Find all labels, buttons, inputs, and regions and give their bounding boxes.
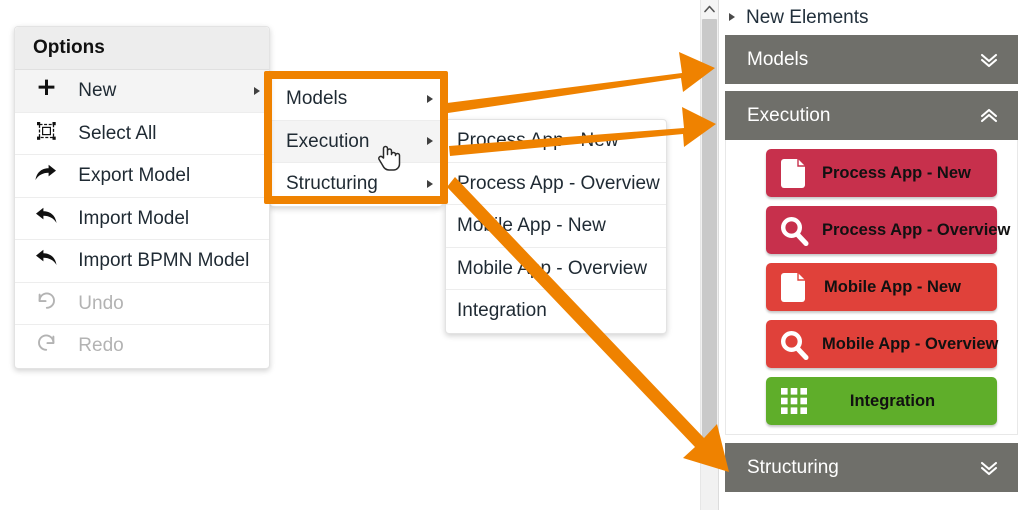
magnifier-icon: [766, 215, 822, 246]
submenu-execution: Process App - New Process App - Overview…: [445, 119, 667, 334]
palette-button-label: Integration: [849, 391, 936, 410]
pointer-cursor: [378, 145, 401, 171]
menu-item-redo: Redo: [15, 325, 269, 368]
group-body-execution: Process App - New Process App - Overview: [725, 140, 1018, 435]
scroll-up-arrow-icon[interactable]: [701, 0, 718, 19]
submenu-new: Models Execution Structuring: [269, 77, 443, 207]
chevron-double-down-icon[interactable]: [978, 35, 1000, 84]
export-icon: [33, 164, 59, 184]
menu-item-import-bpmn-model[interactable]: Import BPMN Model: [15, 240, 269, 283]
document-icon: [766, 158, 822, 189]
menu-item-label: Select All: [78, 122, 157, 144]
menu-item-select-all[interactable]: Select All: [15, 113, 269, 155]
palette-button-process-app-new[interactable]: Process App - New: [766, 149, 997, 197]
submenu-item-models[interactable]: Models: [270, 78, 442, 121]
import-icon: [33, 207, 59, 227]
palette-button-label: Process App - Overview: [822, 220, 1011, 239]
chevron-double-down-icon[interactable]: [978, 443, 1000, 492]
menu-item-export-model[interactable]: Export Model: [15, 155, 269, 198]
submenu-item-label: Mobile App - Overview: [457, 257, 648, 279]
menu-item-label: Import BPMN Model: [78, 250, 250, 271]
arrow-to-models: [447, 52, 715, 113]
panel-root-label: New Elements: [746, 7, 869, 28]
panel-body: New Elements Models Exe: [719, 0, 1024, 510]
submenu-item-label: Process App - Overview: [457, 172, 660, 194]
group-header-execution[interactable]: Execution: [725, 91, 1018, 140]
group-title-execution: Execution: [747, 105, 831, 126]
scrollbar-thumb[interactable]: [702, 19, 717, 443]
submenu-item-mobile-app-new[interactable]: Mobile App - New: [446, 205, 666, 248]
expand-triangle-icon: [729, 13, 735, 21]
submenu-item-integration[interactable]: Integration: [446, 290, 666, 333]
palette-button-integration[interactable]: Integration: [766, 377, 997, 425]
chevron-right-icon: [427, 94, 433, 103]
plus-icon: [33, 79, 59, 99]
group-header-models[interactable]: Models: [725, 35, 1018, 84]
submenu-item-structuring[interactable]: Structuring: [270, 163, 442, 206]
options-menu: Options New Select All: [14, 26, 270, 369]
menu-item-label: Import Model: [78, 207, 190, 229]
menu-item-label: Undo: [78, 292, 124, 314]
chevron-right-icon: [254, 86, 260, 95]
chevron-right-icon: [427, 180, 433, 189]
chevron-double-up-icon[interactable]: [978, 91, 1000, 140]
palette-button-label: Process App - New: [822, 163, 971, 182]
menu-item-label: Export Model: [78, 165, 191, 186]
import-icon: [33, 249, 59, 269]
group-header-structuring[interactable]: Structuring: [725, 443, 1018, 492]
palette-group-models: Models: [725, 35, 1018, 84]
palette-button-label: Mobile App - New: [824, 277, 961, 296]
magnifier-icon: [766, 329, 822, 360]
document-icon: [766, 272, 822, 303]
redo-icon: [33, 334, 59, 354]
palette-button-label: Mobile App - Overview: [822, 334, 999, 353]
submenu-item-process-app-new[interactable]: Process App - New: [446, 120, 666, 163]
menu-item-undo: Undo: [15, 283, 269, 325]
palette-button-mobile-app-overview[interactable]: Mobile App - Overview: [766, 320, 998, 368]
palette-button-mobile-app-new[interactable]: Mobile App - New: [766, 263, 997, 311]
menu-item-label: New: [78, 80, 117, 101]
submenu-item-label: Models: [286, 88, 348, 109]
menu-item-label: Redo: [78, 335, 124, 356]
palette-group-execution: Execution: [725, 91, 1018, 435]
palette-button-process-app-overview[interactable]: Process App - Overview: [766, 206, 1010, 254]
panel-scrollbar[interactable]: [701, 0, 719, 510]
group-title-models: Models: [747, 49, 809, 70]
submenu-item-execution[interactable]: Execution: [270, 120, 442, 163]
menu-item-new[interactable]: New: [15, 70, 269, 113]
undo-icon: [33, 291, 59, 312]
palette-group-structuring: Structuring: [725, 443, 1018, 492]
submenu-item-label: Mobile App - New: [457, 215, 606, 236]
grid-icon: [766, 387, 822, 415]
submenu-item-label: Structuring: [286, 173, 378, 194]
submenu-item-mobile-app-overview[interactable]: Mobile App - Overview: [446, 248, 666, 290]
new-elements-panel: New Elements Models Exe: [700, 0, 1024, 510]
chevron-right-icon: [427, 137, 433, 146]
menu-item-import-model[interactable]: Import Model: [15, 198, 269, 240]
submenu-item-label: Integration: [457, 300, 547, 321]
submenu-item-label: Execution: [286, 130, 370, 152]
group-title-structuring: Structuring: [747, 457, 839, 478]
select-all-icon: [33, 121, 59, 142]
options-menu-title: Options: [15, 27, 269, 70]
submenu-item-process-app-overview[interactable]: Process App - Overview: [446, 163, 666, 205]
submenu-item-label: Process App - New: [457, 130, 619, 151]
panel-root-row-new-elements[interactable]: New Elements: [719, 0, 1024, 35]
